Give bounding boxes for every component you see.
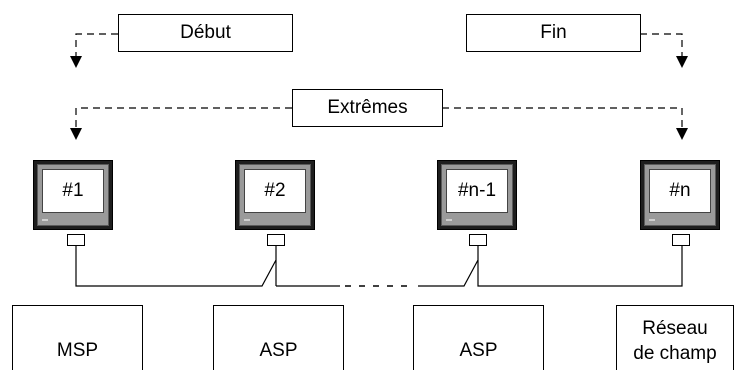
terminal-label: #n [669,180,691,201]
debut-box: Début [118,14,293,52]
monitor-bezel: #1 [37,164,109,226]
monitor-led-icon [446,219,452,221]
port-icon [672,234,690,246]
monitor-screen: #1 [42,169,104,213]
device-label-line2: de champ [633,343,717,364]
fin-label: Fin [540,22,567,43]
monitor-screen: #2 [244,169,306,213]
extremes-line-left [75,107,292,130]
terminal-n: #n [640,160,720,230]
device-asp-1: ASP [213,305,344,370]
monitor-led-icon [244,219,250,221]
device-asp-2: ASP [413,305,544,370]
extremes-line-right [442,107,683,130]
monitor-led-icon [42,219,48,221]
extremes-arrow-right [676,128,688,140]
port-icon [469,234,487,246]
extremes-label: Extrêmes [327,97,408,118]
network-line-1 [75,246,277,287]
device-label: ASP [259,340,298,361]
port-icon [67,234,85,246]
terminal-label: #1 [62,180,84,201]
device-label-line1: Réseau [642,318,708,339]
monitor-bezel: #2 [239,164,311,226]
debut-arrow [75,33,118,60]
device-label-multiline: Réseau de champ [617,316,733,366]
extremes-arrow-left [70,128,82,140]
fin-arrow [640,33,683,60]
debut-arrow-head [70,56,82,68]
debut-label: Début [180,22,231,43]
device-reseau-de-champ: Réseau de champ [616,305,734,370]
network-line-4 [418,246,479,287]
network-line-5 [477,246,683,287]
monitor-bezel: #n-1 [441,164,513,226]
fin-box: Fin [466,14,641,52]
port-icon [267,234,285,246]
terminal-n-1: #n-1 [437,160,517,230]
terminal-1: #1 [33,160,113,230]
device-msp: MSP [12,305,143,370]
monitor-screen: #n [649,169,711,213]
terminal-label: #n-1 [457,180,497,201]
terminal-2: #2 [235,160,315,230]
monitor-bezel: #n [644,164,716,226]
monitor-led-icon [649,219,655,221]
fin-arrow-head [676,56,688,68]
extremes-box: Extrêmes [292,89,443,127]
device-label: MSP [56,340,99,361]
terminal-label: #2 [264,180,286,201]
device-label: ASP [459,340,498,361]
monitor-screen: #n-1 [446,169,508,213]
